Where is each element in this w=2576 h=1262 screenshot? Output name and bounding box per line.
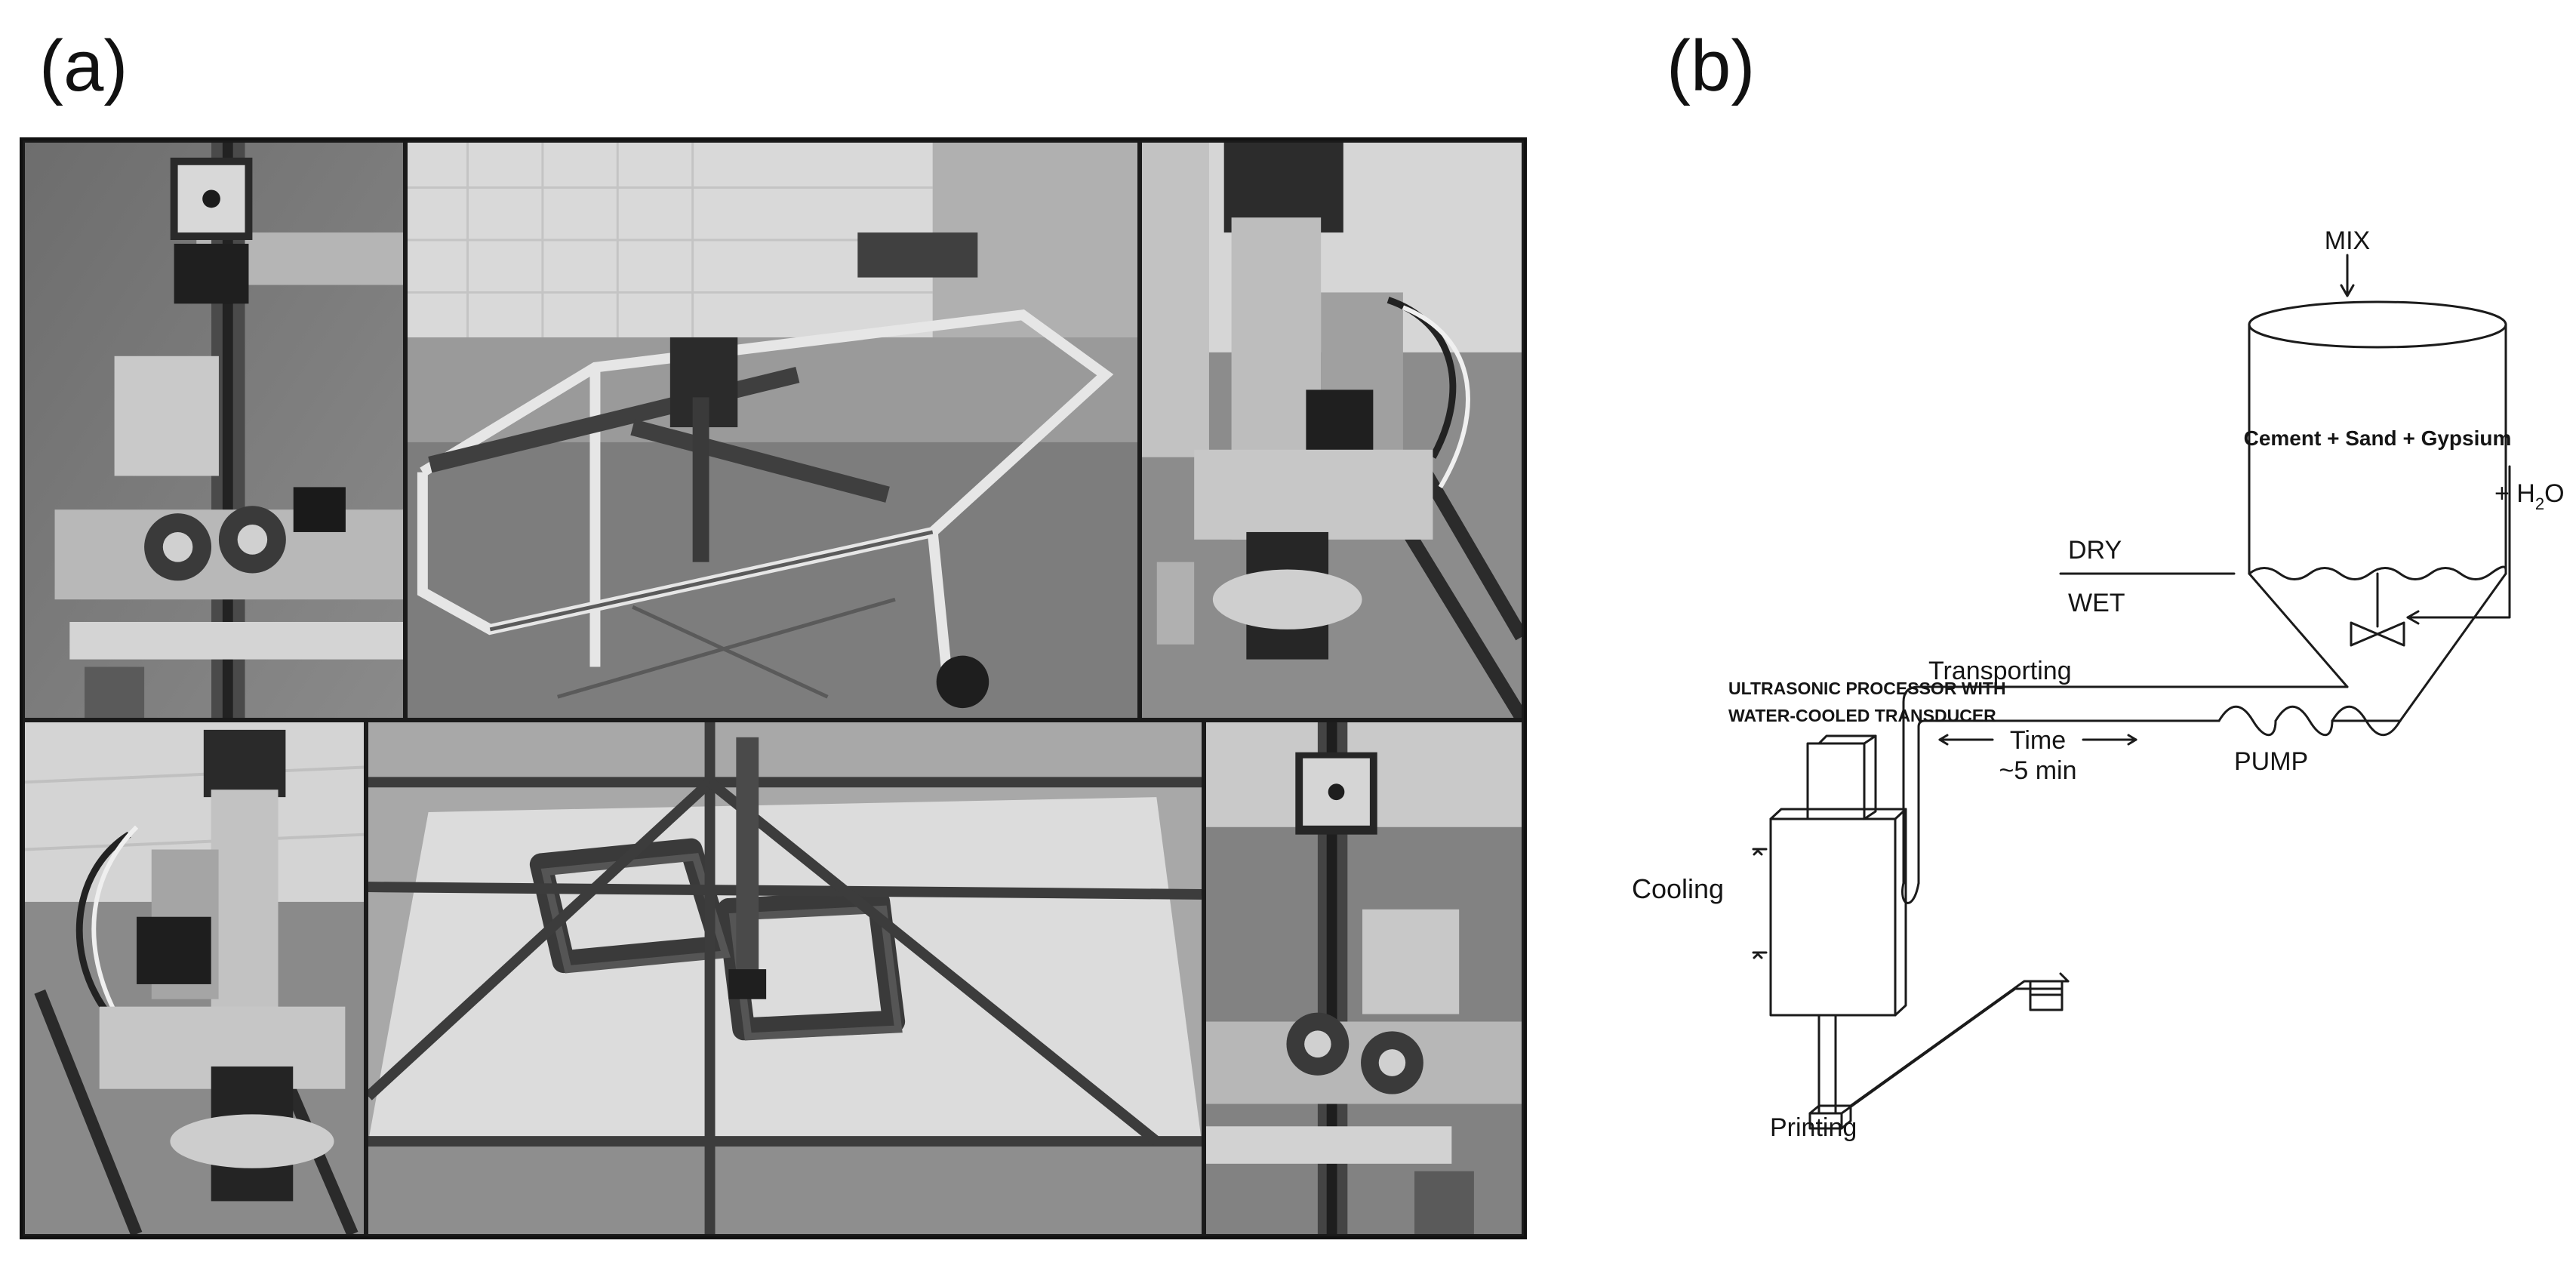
- mix-label: MIX: [2325, 226, 2370, 255]
- water-label: + H2O: [2494, 479, 2565, 513]
- cooling-label: Cooling: [1632, 873, 1724, 904]
- photo-yaxis-motor-top: [1204, 720, 1524, 1236]
- transporting-label: Transporting: [1928, 657, 2072, 685]
- hopper: [2248, 300, 2507, 722]
- duration-label: ~5 min: [1999, 756, 2077, 785]
- valve-icon: [2350, 621, 2405, 647]
- photo-printed-layers-closeup: [366, 720, 1204, 1236]
- photo-xaxis-motor-top: [23, 140, 405, 720]
- processor-label-line2: WATER-COOLED TRANSDUCER: [1728, 706, 1996, 725]
- ultrasonic-processor: [1769, 734, 1907, 1115]
- pump-label: PUMP: [2234, 747, 2308, 776]
- printing-process-diagram: MIX Cement + Sand + Gypsium + H2O DRY WE…: [1593, 189, 2576, 1170]
- wet-label: WET: [2068, 589, 2125, 617]
- printing-nozzle-arm: [1808, 972, 2070, 1130]
- processor-label-line1: ULTRASONIC PROCESSOR WITH: [1728, 679, 2006, 698]
- dry-label: DRY: [2068, 536, 2122, 565]
- photo-printhead-side: [1140, 140, 1524, 720]
- hopper-contents-label: Cement + Sand + Gypsium: [2244, 426, 2512, 450]
- cooling-water-icon: [1752, 848, 1768, 959]
- printing-label: Printing: [1770, 1113, 1857, 1142]
- time-label: Time: [2010, 726, 2066, 755]
- panel-b-label: (b): [1667, 26, 1756, 106]
- photo-printhead-front: [23, 720, 366, 1236]
- photo-collage: [20, 137, 1527, 1239]
- panel-a-label: (a): [39, 26, 128, 106]
- photo-gantry-frame-overview: [405, 140, 1140, 720]
